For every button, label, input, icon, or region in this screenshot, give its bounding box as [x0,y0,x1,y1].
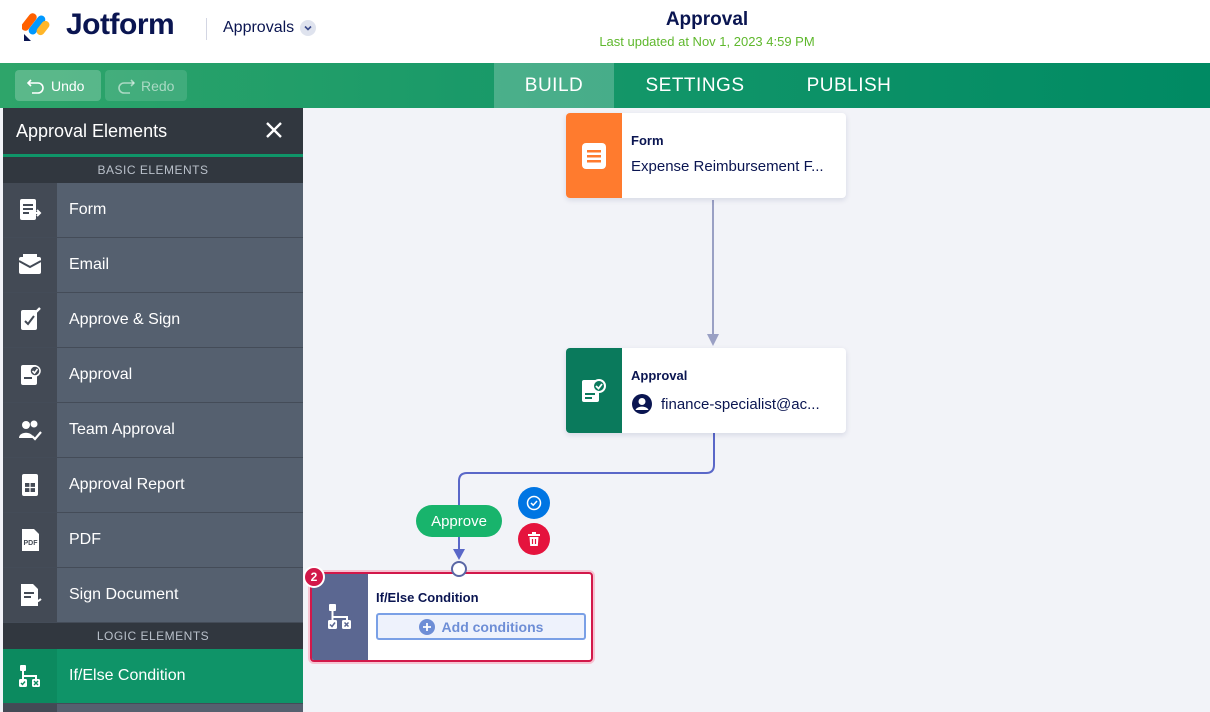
builder-tabs: BUILD SETTINGS PUBLISH [494,63,922,108]
pdf-icon: PDF [3,513,57,567]
plus-circle-icon [418,618,435,635]
sidebar-item-if-else-condition[interactable]: If/Else Condition [3,649,303,704]
sidebar-item-team-approval[interactable]: Team Approval [3,403,303,458]
header-divider [206,18,207,40]
panel-header: Approval Elements [3,108,303,154]
approval-report-icon [3,458,57,512]
undo-label: Undo [51,77,85,94]
sign-document-icon [3,568,57,622]
if-else-icon [312,574,368,660]
form-name: Expense Reimbursement F... [631,158,824,175]
sidebar-item-label: If/Else Condition [57,649,303,703]
sidebar-item-label: Approval [69,366,133,383]
sidebar-item-approval[interactable]: Approval [3,348,303,403]
if-else-icon [3,649,57,703]
add-conditions-label: Add conditions [441,618,544,635]
check-circle-icon [526,495,542,511]
approval-icon [3,348,57,402]
panel-accent-bar [3,154,303,157]
connector-lines [453,200,719,560]
node-type-label: Form [631,133,664,148]
app-header: Jotform Approvals Approval Last updated … [0,0,1210,63]
error-count-badge[interactable]: 2 [303,566,325,588]
condition-title: If/Else Condition [376,590,479,605]
approve-branch-label[interactable]: Approve [416,505,502,537]
form-icon [566,113,622,198]
team-approval-icon [3,403,57,457]
approve-sign-icon [3,293,57,347]
sidebar-item-label: Sign Document [69,586,179,603]
sidebar-item-label: Team Approval [69,421,175,438]
close-icon[interactable] [263,119,285,141]
tab-publish[interactable]: PUBLISH [806,74,892,96]
sidebar-item-partial [3,704,303,712]
if-else-condition-node[interactable]: If/Else Condition Add conditions [310,572,593,662]
redo-label: Redo [141,77,175,94]
app-switcher[interactable]: Approvals [223,19,317,37]
title-block: Approval Last updated at Nov 1, 2023 4:5… [500,9,914,49]
sidebar-item-approve-sign[interactable]: Approve & Sign [3,293,303,348]
connection-port[interactable] [451,561,467,577]
sidebar-item-pdf[interactable]: PDF PDF [3,513,303,568]
basic-elements-heading: BASIC ELEMENTS [3,157,303,183]
email-icon [3,238,57,292]
sidebar-item-form[interactable]: Form [3,183,303,238]
sidebar-item-label: PDF [69,531,101,548]
redo-button[interactable]: Redo [105,70,187,101]
delete-branch-button[interactable] [518,523,550,555]
approval-icon [566,348,622,433]
undo-button[interactable]: Undo [15,70,101,101]
node-subtitle: Expense Reimbursement F... [631,158,846,175]
undo-icon [27,78,44,94]
sidebar-item-label: Email [69,256,110,273]
page-title[interactable]: Approval [665,9,749,30]
assignee-email: finance-specialist@ac... [661,395,820,413]
form-node[interactable]: Form Expense Reimbursement F... [566,113,846,198]
sidebar-item-label: Form [69,201,107,218]
add-conditions-button[interactable]: Add conditions [376,613,586,640]
sidebar-item-sign-document[interactable]: Sign Document [3,568,303,623]
sidebar-item-email[interactable]: Email [3,238,303,293]
node-subtitle: finance-specialist@ac... [631,393,846,415]
builder-toolbar: Undo Redo BUILD SETTINGS PUBLISH [0,63,1210,108]
sidebar-item-label: Approval Report [69,476,185,493]
approval-node[interactable]: Approval finance-specialist@ac... [566,348,846,433]
workflow-canvas[interactable]: Form Expense Reimbursement F... Approval… [303,108,1210,712]
last-updated-text: Last updated at Nov 1, 2023 4:59 PM [599,34,815,49]
approval-elements-panel: Approval Elements BASIC ELEMENTS Form Em… [3,108,303,712]
user-avatar-icon [632,394,652,414]
sidebar-item-approval-report[interactable]: Approval Report [3,458,303,513]
tab-settings[interactable]: SETTINGS [645,74,745,96]
confirm-branch-button[interactable] [518,487,550,519]
app-switcher-label: Approvals [223,19,295,36]
svg-text:PDF: PDF [24,540,39,547]
sidebar-item-label: Approve & Sign [69,311,181,328]
form-icon [3,183,57,237]
jotform-logo-icon[interactable] [22,10,52,42]
node-type-label: Approval [631,368,688,383]
tab-build[interactable]: BUILD [494,63,614,108]
trash-icon [528,531,540,546]
panel-title: Approval Elements [16,120,168,141]
chevron-down-icon [300,20,317,36]
logic-elements-heading: LOGIC ELEMENTS [3,623,303,649]
brand-name[interactable]: Jotform [66,8,175,41]
redo-icon [118,78,135,94]
